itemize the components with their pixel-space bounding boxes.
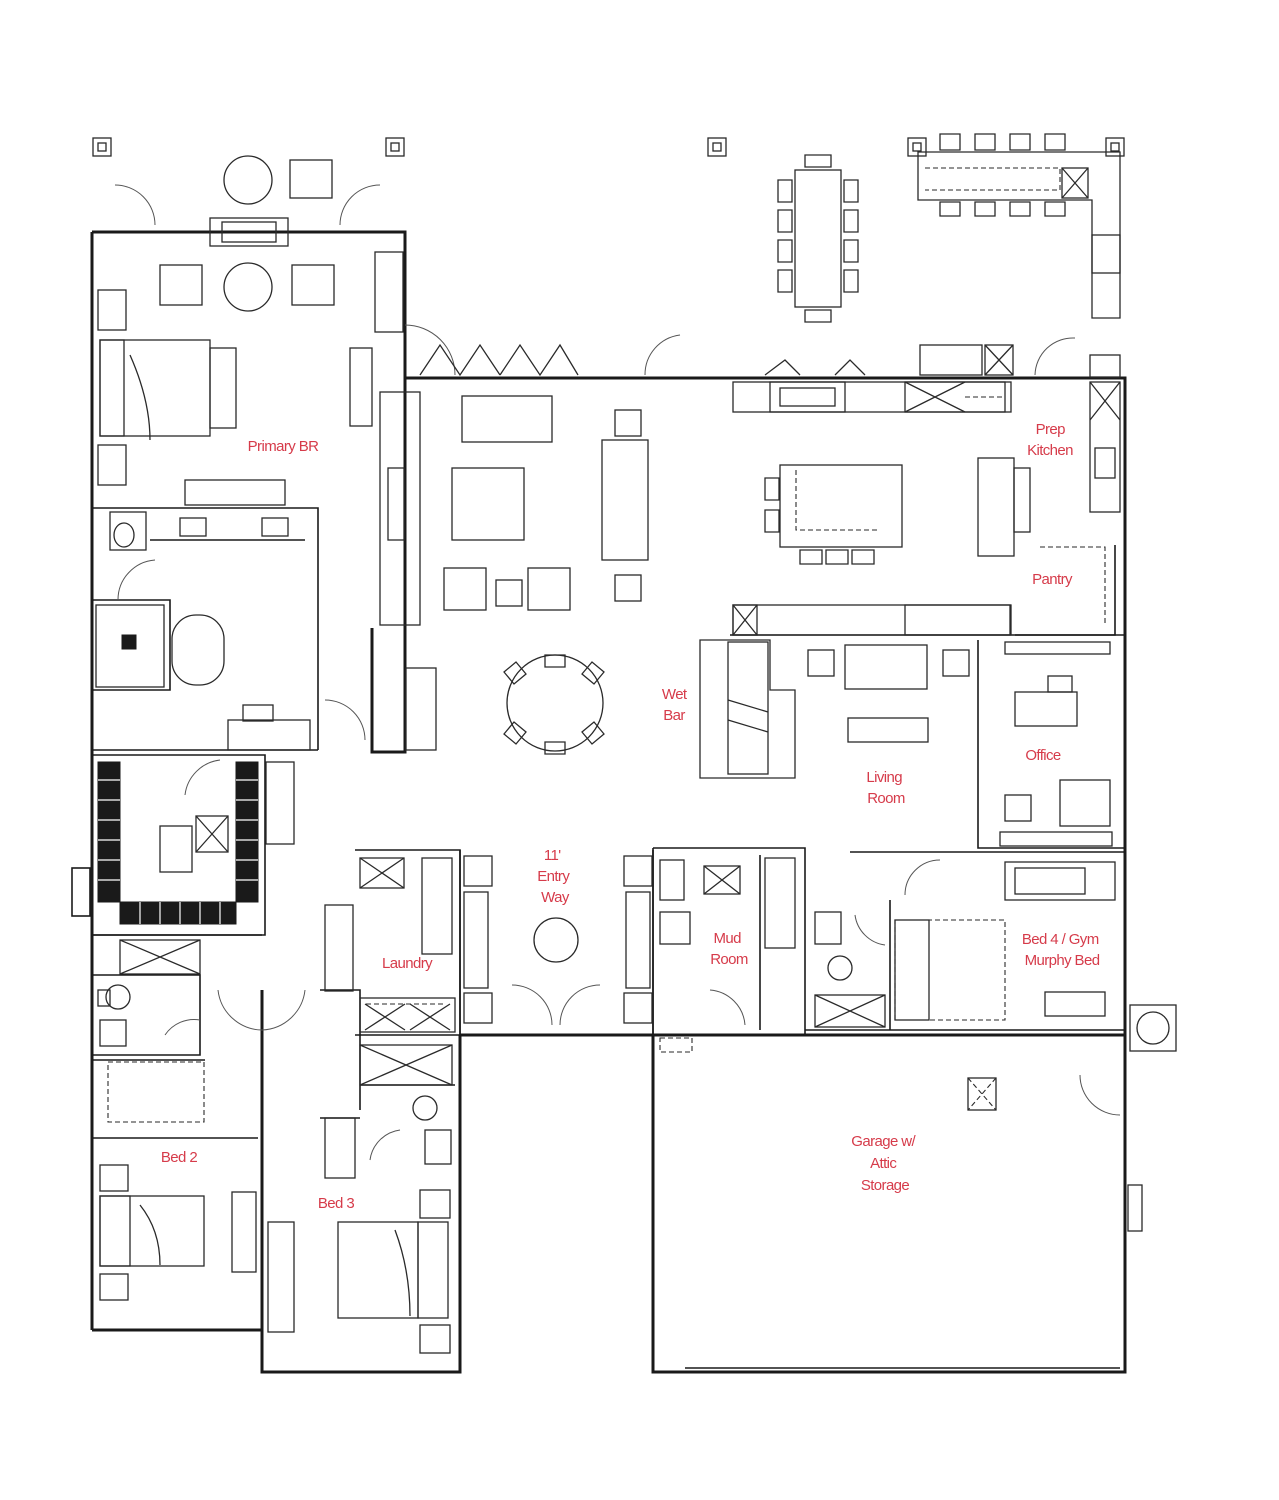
label-entry-way: 11' Entry Way [537,847,573,906]
interior-walls [92,378,1125,1139]
great-room-furniture [379,391,649,755]
hall-bath-fixtures [97,939,201,1047]
label-bed2: Bed 2 [161,1149,197,1166]
mudroom-bed4-fixtures [659,857,1116,1028]
label-living-room: Living Room [866,769,905,807]
bed2-furniture [99,1061,257,1301]
kitchen-fixtures [732,381,1121,636]
outdoor-furniture [92,133,1177,1052]
label-pantry: Pantry [1032,571,1073,588]
closet-shelving [97,761,259,925]
bed3-furniture [267,1189,451,1354]
living-office-furniture [699,639,1113,847]
primary-br-furniture [97,251,404,506]
primary-bath-fixtures [71,511,311,925]
label-mud-room: Mud Room [710,930,748,968]
label-bed4: Bed 4 / Gym Murphy Bed [1022,931,1102,969]
label-wet-bar: Wet Bar [662,686,690,724]
exterior-walls [90,230,1127,1374]
garage-fixtures [659,1037,1143,1369]
room-labels: Primary BR Prep Kitchen Pantry Wet Bar L… [161,421,1102,1212]
entry-furniture [463,855,653,1024]
label-bed3: Bed 3 [318,1195,354,1212]
label-office: Office [1025,747,1061,764]
door-swings [114,184,1121,1161]
label-laundry: Laundry [382,955,433,972]
laundry-fixtures [324,857,456,1179]
label-garage: Garage w/ Attic Storage [851,1133,918,1194]
label-prep-kitchen: Prep Kitchen [1027,421,1073,459]
label-primary-br: Primary BR [248,438,319,455]
